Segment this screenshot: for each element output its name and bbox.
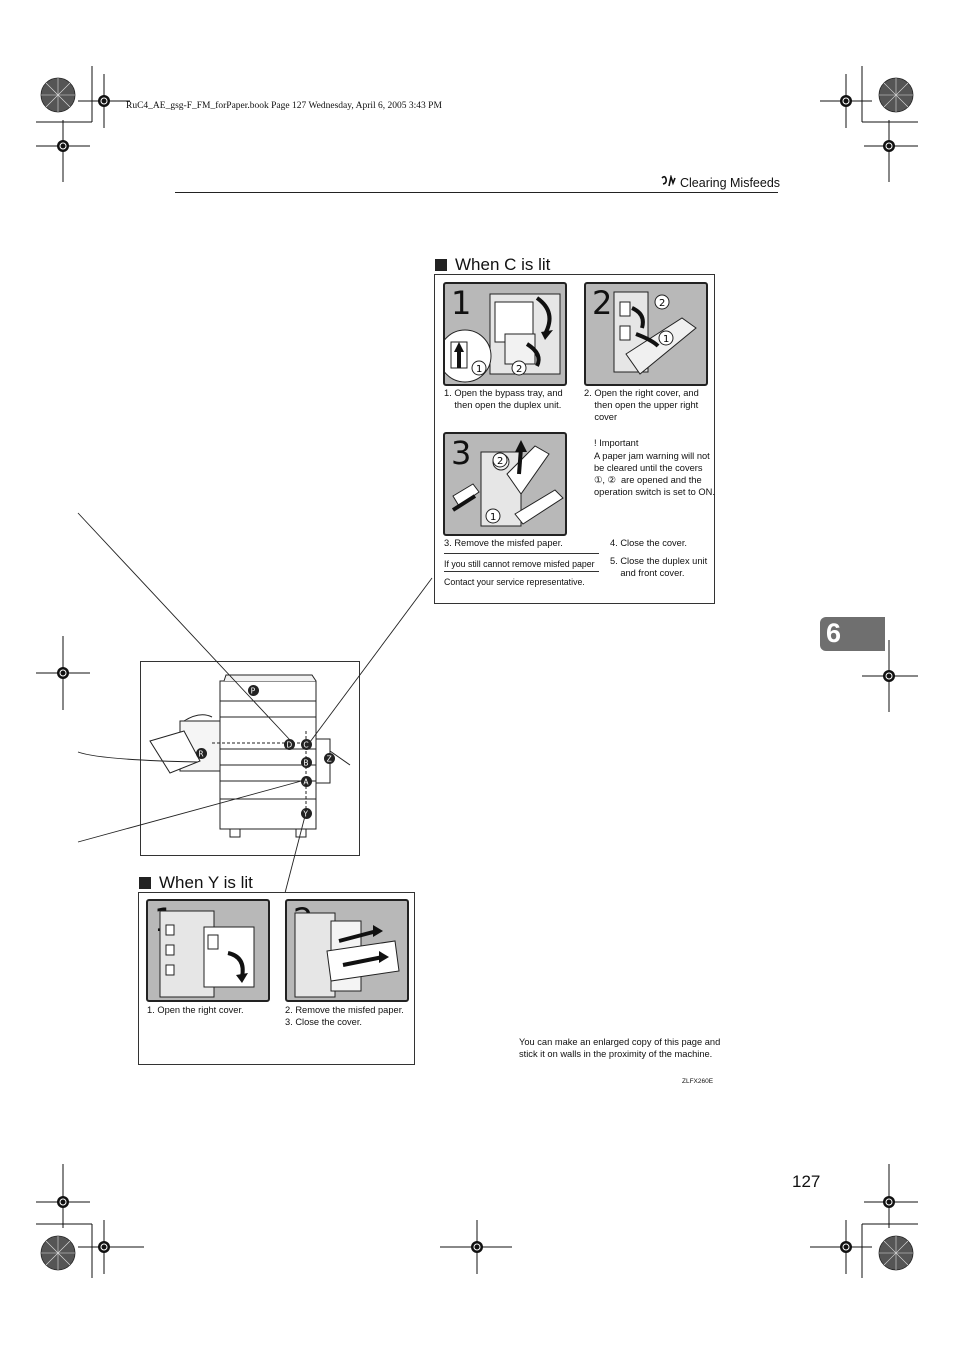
badge-a-label: A (303, 778, 309, 787)
badge-p: P (248, 683, 259, 701)
when-c-title: When C is lit (435, 255, 550, 275)
badge-b-label: B (303, 759, 308, 768)
enlarge-note: You can make an enlarged copy of this pa… (519, 1037, 721, 1059)
right-cover-illustration: 2 1 (613, 291, 697, 375)
important-text: A paper jam warning will not be cleared … (594, 451, 715, 497)
badge-r-label: R (198, 750, 203, 759)
open-right-cover-illustration (159, 910, 255, 998)
chapter-number: 6 (826, 618, 842, 648)
badge-c: C (301, 737, 312, 755)
y-step1-illustration: 1 (146, 899, 270, 1002)
badge-z-label: Z (327, 755, 332, 764)
step-number: 3 (451, 434, 472, 472)
title-bullet (435, 259, 447, 271)
c-step2-caption: 2. Open the right cover, and then open t… (584, 388, 699, 422)
c-step4-caption: 4. Close the cover. (610, 538, 687, 548)
badge-p-label: P (251, 687, 256, 696)
copier-illustration (149, 674, 351, 838)
contact-text: Contact your service representative. (444, 577, 585, 587)
important-label: ! Important (594, 438, 639, 448)
figure-code: ZLFX260E (682, 1078, 714, 1085)
c-step1-illustration: 1 1 2 (443, 282, 567, 386)
chapter-tab[interactable]: 6 (820, 617, 885, 651)
y-step1-caption: 1. Open the right cover. (147, 1005, 244, 1015)
remove-paper-illustration: 2 1 (451, 440, 564, 527)
c-step3-illustration: 3 2 1 (443, 432, 567, 536)
c-step2-illustration: 2 2 1 (584, 282, 708, 386)
when-y-title-text: When Y is lit (159, 873, 253, 892)
page-number: 127 (792, 1172, 821, 1191)
header-rule (175, 192, 778, 193)
svg-text:1: 1 (663, 334, 669, 345)
svg-text:1: 1 (476, 364, 482, 375)
step-number: 2 (592, 284, 613, 322)
divider (444, 571, 599, 572)
y-step2-caption: 2. Remove the misfed paper. 3. Close the… (285, 1005, 404, 1027)
misfeed-icon (660, 174, 676, 191)
c-step3-caption: 3. Remove the misfed paper. (444, 538, 563, 548)
c-step5-caption: 5. Close the duplex unit and front cover… (610, 556, 708, 578)
y-step2-illustration: 2 (285, 899, 409, 1002)
section-title: Clearing Misfeeds (660, 174, 781, 191)
badge-c-label: C (303, 741, 308, 750)
badge-b: B (301, 755, 312, 773)
divider (444, 553, 599, 554)
badge-a: A (301, 774, 312, 792)
bypass-duplex-illustration: 1 2 (445, 293, 561, 383)
badge-z: Z (324, 751, 335, 769)
when-c-title-text: When C is lit (455, 255, 551, 274)
section-title-text: Clearing Misfeeds (680, 176, 781, 190)
badge-d-label: D (286, 741, 292, 750)
badge-r: R (196, 746, 207, 764)
svg-text:2: 2 (516, 364, 522, 375)
step-number: 1 (451, 284, 472, 322)
badge-y-label: Y (302, 810, 308, 819)
file-header: RuC4_AE_gsg-F_FM_forPaper.book Page 127 … (126, 101, 442, 111)
when-y-title: When Y is lit (139, 873, 253, 893)
badge-d: D (284, 737, 295, 755)
badge-y: Y (301, 806, 312, 824)
svg-text:2: 2 (497, 456, 503, 467)
still-cannot-text: If you still cannot remove misfed paper (444, 559, 595, 569)
svg-text:1: 1 (490, 512, 496, 523)
c-step1-caption: 1. Open the bypass tray, and then open t… (444, 388, 563, 410)
remove-misfed-paper-illustration (294, 912, 400, 998)
svg-text:2: 2 (659, 298, 665, 309)
title-bullet (139, 877, 151, 889)
